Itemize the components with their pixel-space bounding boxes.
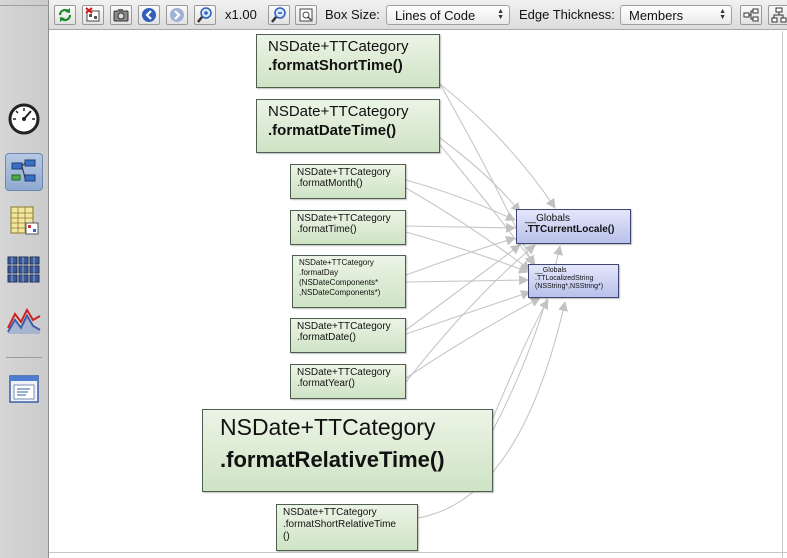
edge [439,144,536,266]
export-image-button[interactable] [110,5,132,25]
dependency-graph-icon [11,159,36,182]
edge [405,290,531,335]
spreadsheet-report-icon [10,206,39,235]
sidebar-separator [6,357,42,358]
back-button[interactable] [138,5,160,25]
edge [405,179,516,221]
line-chart-icon [7,307,41,334]
edge [405,222,516,233]
back-arrow-icon [142,8,156,22]
zoom-in-icon [197,7,212,23]
canvas-bottom-edge [49,552,787,553]
zoom-level: x1.00 [225,7,257,22]
tree-layout-icon [743,8,759,22]
camera-icon [113,9,129,22]
edge [405,244,521,331]
graph-node-formatDay[interactable]: NSDate+TTCategory .formatDay (NSDateComp… [292,255,406,308]
edge [417,301,568,519]
box-size-label: Box Size: [325,7,380,22]
refresh-button[interactable] [54,5,76,25]
forward-button[interactable] [166,5,188,25]
graph-node-formatShortRelativeTime[interactable]: NSDate+TTCategory .formatShortRelativeTi… [276,504,418,551]
graph-toolbar: x1.00 Box Size: Lines of Code ▲▼ Edge Th… [49,0,787,30]
select-stepper-icon: ▲▼ [497,8,504,21]
sidebar-item-dashboard[interactable] [5,100,43,138]
edge [405,235,516,276]
graph-node-formatYear[interactable]: NSDate+TTCategory .formatYear() [290,364,406,399]
edge [439,137,521,213]
fit-to-window-icon [299,8,313,22]
sidebar-item-treemap[interactable] [5,251,43,289]
sidebar-item-chart[interactable] [5,300,43,338]
edge-thickness-label: Edge Thickness: [519,7,615,22]
zoom-to-fit-button[interactable] [295,5,317,25]
graph-node-formatMonth[interactable]: NSDate+TTCategory .formatMonth() [290,164,406,199]
hierarchy-icon [771,7,787,23]
edge [405,244,536,383]
zoom-in-button[interactable] [194,5,216,25]
graph-node-formatTime[interactable]: NSDate+TTCategory .formatTime() [290,210,406,245]
edge [405,231,529,274]
box-size-value: Lines of Code [395,8,476,23]
refresh-icon [58,8,72,22]
edge [405,297,541,379]
graph-node-TTLocalizedString[interactable]: __Globals .TTLocalizedString (NSString*,… [528,264,619,298]
edge-thickness-value: Members [629,8,684,23]
graph-node-TTCurrentLocale[interactable]: __Globals .TTCurrentLocale() [516,209,631,244]
view-sidebar [0,0,49,558]
sidebar-top-edge [0,0,49,6]
select-stepper-icon: ▲▼ [719,8,726,21]
layout-button[interactable] [740,5,762,25]
forward-arrow-icon [170,8,184,22]
zoom-out-button[interactable] [268,5,290,25]
edge-thickness-select[interactable]: Members ▲▼ [620,5,732,25]
treemap-icon [7,256,40,283]
graph-node-formatDateTime[interactable]: NSDate+TTCategory .formatDateTime() [256,99,440,153]
box-size-select[interactable]: Lines of Code ▲▼ [386,5,510,25]
hierarchy-layout-button[interactable] [768,5,787,25]
window-properties-icon [9,375,39,403]
delete-diagram-icon [85,7,100,22]
graph-node-formatDate[interactable]: NSDate+TTCategory .formatDate() [290,318,406,353]
clear-graph-button[interactable] [82,5,104,25]
graph-node-formatShortTime[interactable]: NSDate+TTCategory .formatShortTime() [256,34,440,88]
edge [492,299,549,419]
edge [405,275,529,286]
zoom-out-icon [271,7,286,23]
sidebar-item-properties[interactable] [5,370,43,408]
sidebar-item-graph[interactable] [5,153,43,191]
canvas-scroll-edge [782,31,783,558]
sidebar-item-report[interactable] [5,202,43,240]
dashboard-gauge-icon [8,103,40,135]
graph-node-formatRelativeTime[interactable]: NSDate+TTCategory .formatRelativeTime() [202,409,493,492]
edge [439,83,556,209]
